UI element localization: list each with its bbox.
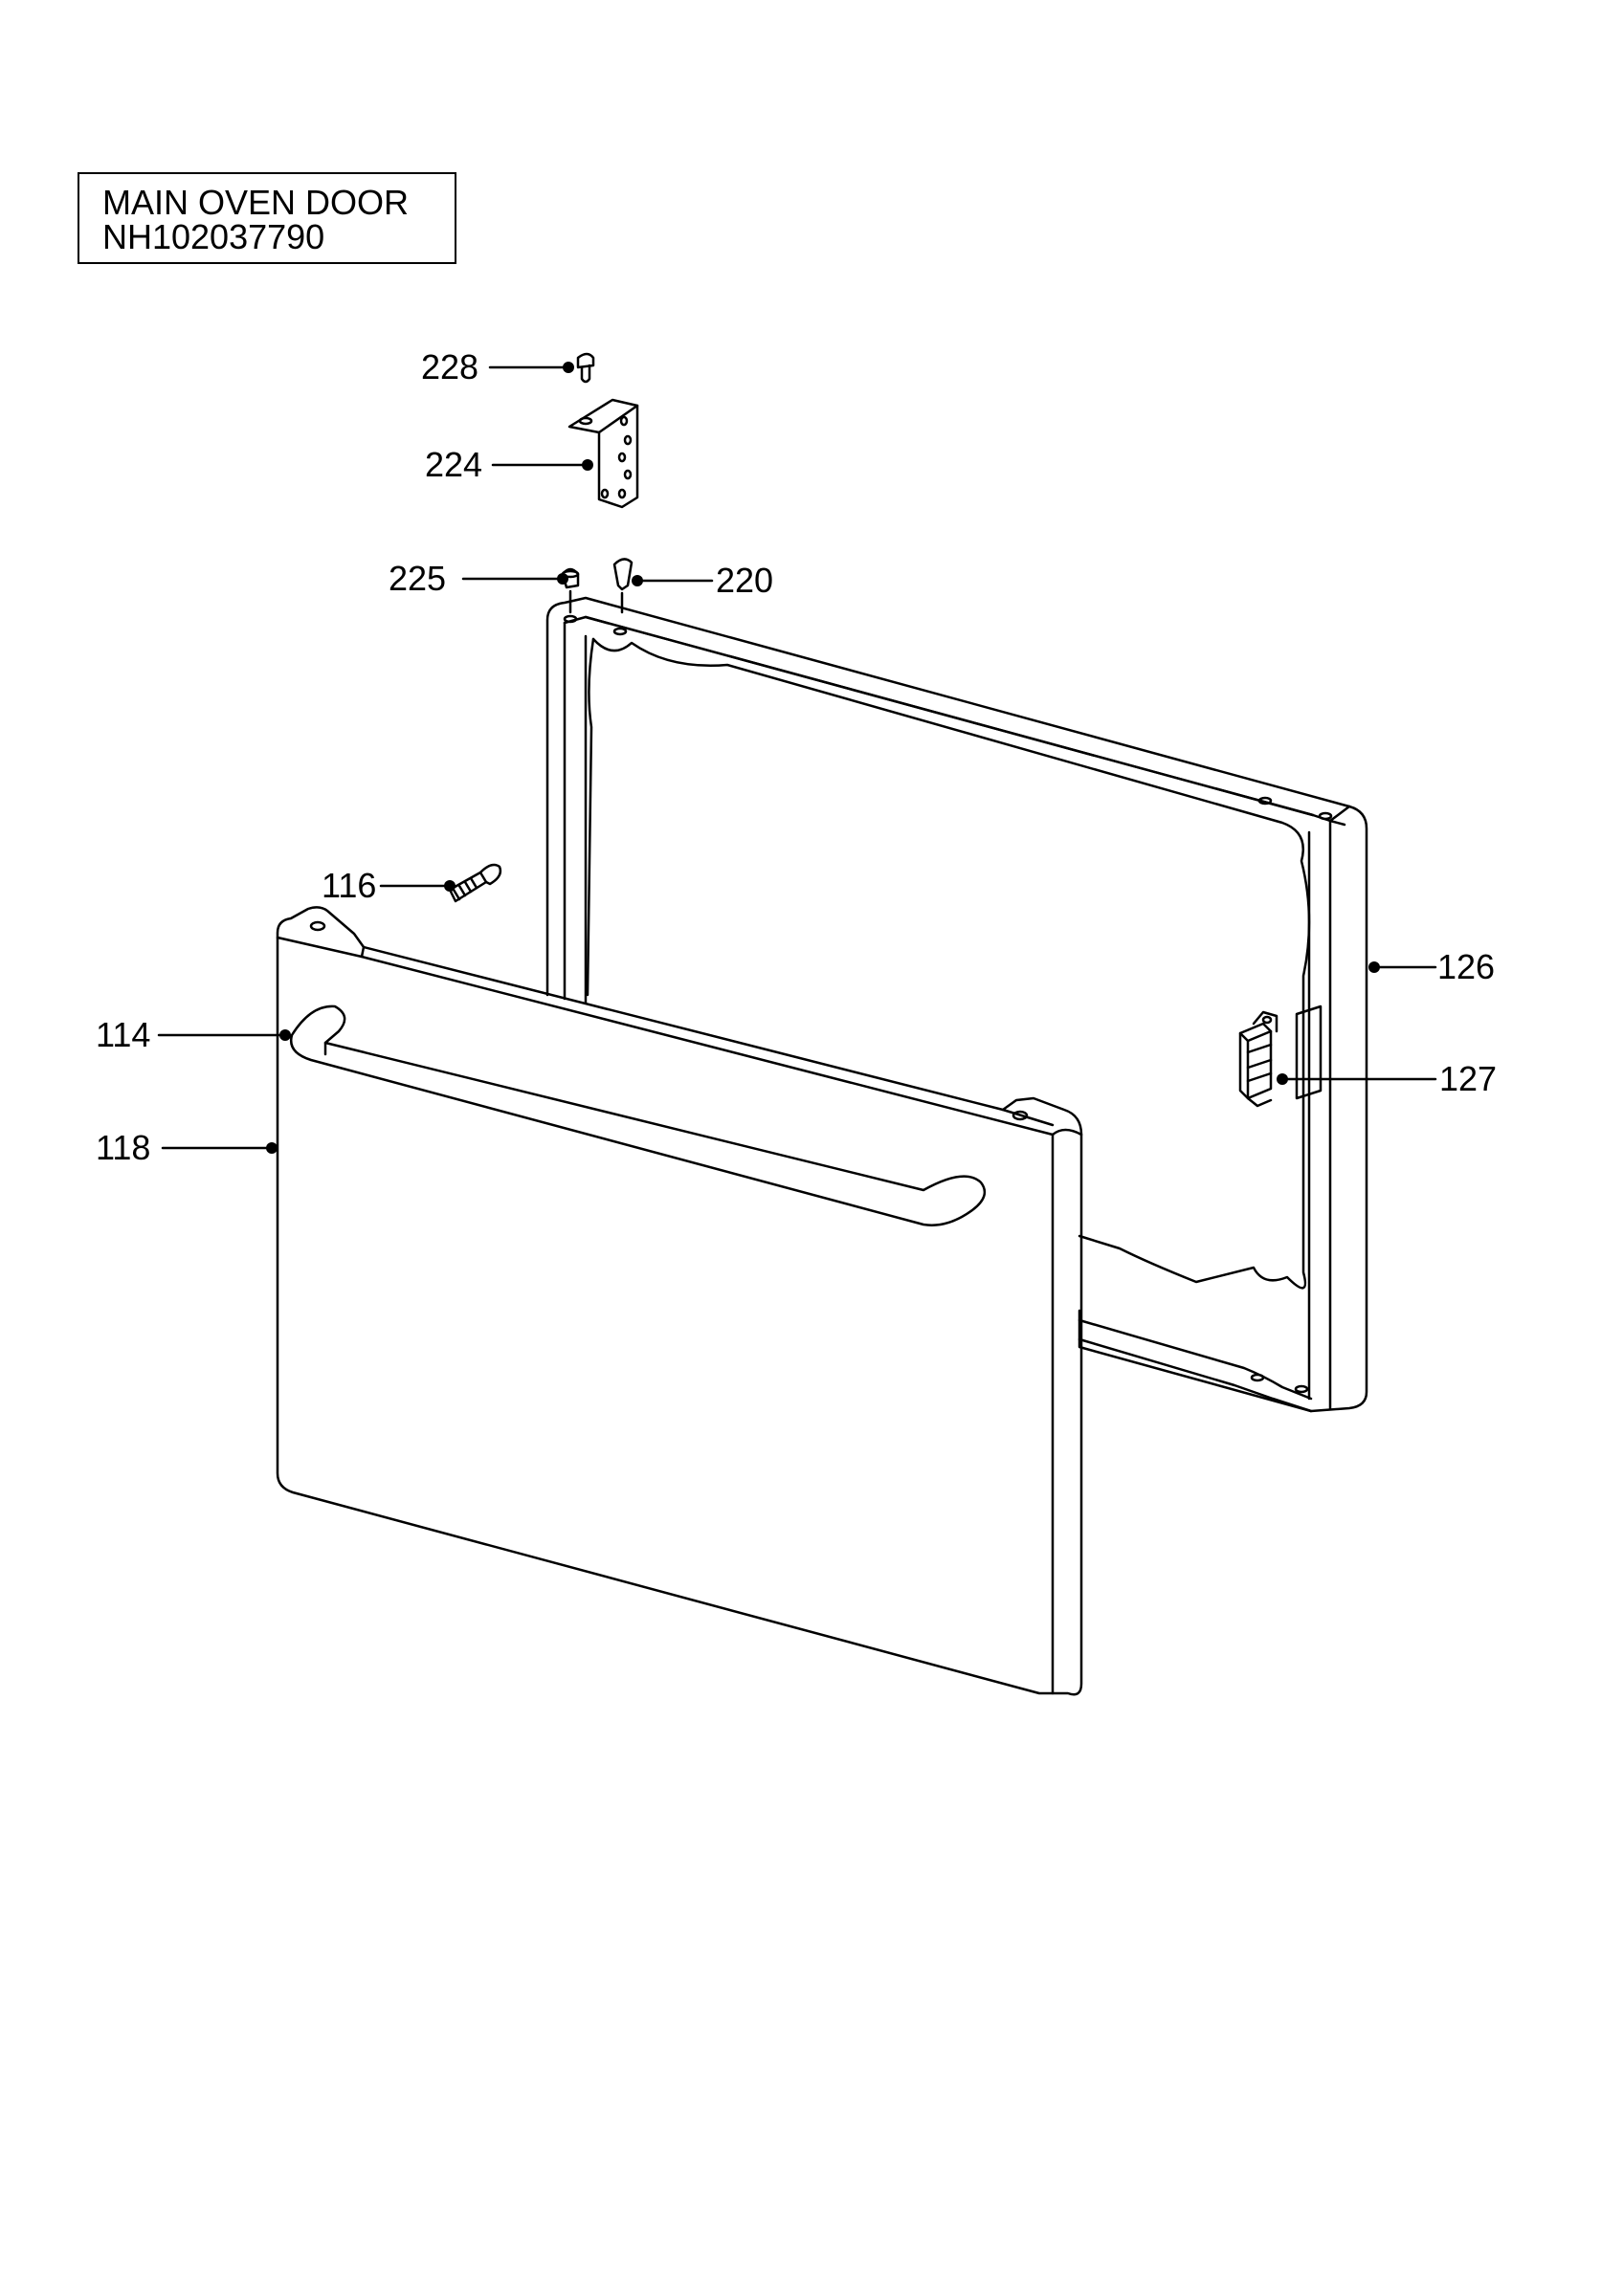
hinge-bracket bbox=[567, 398, 639, 509]
diagram-title-box: MAIN OVEN DOOR NH102037790 bbox=[78, 172, 456, 264]
label-225: 225 bbox=[389, 559, 446, 598]
door-catch bbox=[1238, 1010, 1278, 1108]
label-126: 126 bbox=[1437, 947, 1495, 986]
label-220: 220 bbox=[716, 561, 773, 600]
door-handle bbox=[289, 1004, 987, 1226]
screw-116 bbox=[448, 863, 502, 903]
label-118: 118 bbox=[96, 1128, 150, 1167]
inner-door-panel bbox=[545, 596, 1368, 1413]
label-116: 116 bbox=[322, 866, 376, 905]
label-114: 114 bbox=[96, 1015, 150, 1054]
label-224: 224 bbox=[425, 445, 482, 484]
leader-dots bbox=[266, 362, 1380, 1154]
label-127: 127 bbox=[1439, 1059, 1497, 1098]
leader-lines bbox=[157, 365, 1437, 1150]
diagram-part-number: NH102037790 bbox=[102, 217, 325, 256]
screw-228 bbox=[576, 352, 595, 384]
label-228: 228 bbox=[421, 347, 478, 386]
pin-220 bbox=[612, 558, 634, 614]
diagram-title: MAIN OVEN DOOR bbox=[102, 183, 410, 222]
outer-door-panel bbox=[276, 906, 1083, 1696]
